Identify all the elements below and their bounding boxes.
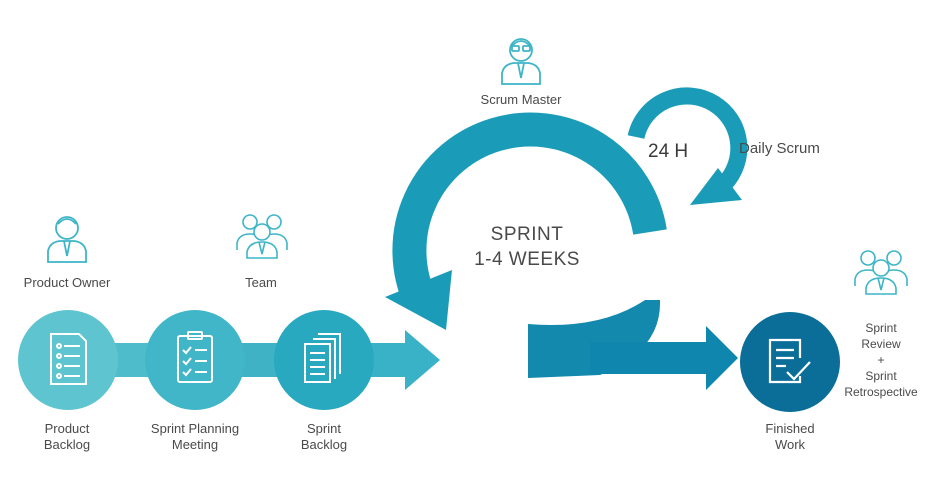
- finished-work-circle: [740, 312, 840, 412]
- finished-work-line1: Finished: [765, 421, 815, 436]
- clipboard-checklist-icon: [177, 331, 213, 383]
- daily-duration-label: 24 H: [648, 141, 689, 162]
- product-backlog-line1: Product: [44, 421, 90, 436]
- product-backlog-circle: [18, 310, 118, 410]
- finished-arrow: [590, 326, 738, 390]
- document-stack-icon: [304, 333, 341, 383]
- review-line5: Retrospective: [844, 385, 918, 399]
- review-line2: Review: [861, 337, 901, 351]
- document-list-icon: [50, 333, 87, 385]
- product-owner-icon: [47, 216, 87, 263]
- review-line3: +: [877, 353, 885, 367]
- sprint-backlog-label: Sprint Backlog: [301, 421, 347, 453]
- team-icon: [236, 214, 288, 259]
- scrum-master-icon: [501, 38, 541, 85]
- document-check-icon: [768, 338, 811, 384]
- review-line4: Sprint: [865, 369, 897, 383]
- sprint-backlog-line2: Backlog: [300, 437, 348, 452]
- sprint-title: SPRINT 1-4 WEEKS: [474, 222, 580, 272]
- sprint-duration-label: 1-4 WEEKS: [474, 249, 580, 270]
- sprint-cycle-arrowhead: [385, 270, 452, 330]
- finished-work-label: Finished Work: [765, 421, 814, 453]
- product-backlog-label: Product Backlog: [44, 421, 90, 453]
- sprint-label: SPRINT: [490, 224, 564, 245]
- sprint-backlog-line1: Sprint: [307, 421, 341, 436]
- product-owner-label: Product Owner: [23, 275, 111, 290]
- sprint-planning-line1: Sprint Planning: [150, 421, 240, 436]
- review-retrospective-label: Sprint Review + Sprint Retrospective: [844, 320, 917, 400]
- sprint-planning-line2: Meeting: [171, 437, 219, 452]
- review-team-icon: [854, 250, 908, 295]
- daily-scrum-arc: [627, 87, 748, 195]
- product-backlog-line2: Backlog: [43, 437, 91, 452]
- daily-scrum-arrowhead: [690, 168, 742, 205]
- sprint-cycle-arc: [392, 112, 667, 307]
- review-line1: Sprint: [865, 321, 897, 335]
- daily-scrum-label: Daily Scrum: [739, 140, 820, 157]
- finished-work-line2: Work: [774, 437, 806, 452]
- scrum-master-label: Scrum Master: [480, 92, 562, 107]
- connector-arrow-3: [360, 330, 440, 390]
- team-label: Team: [245, 275, 277, 290]
- sprint-planning-label: Sprint Planning Meeting: [151, 421, 239, 453]
